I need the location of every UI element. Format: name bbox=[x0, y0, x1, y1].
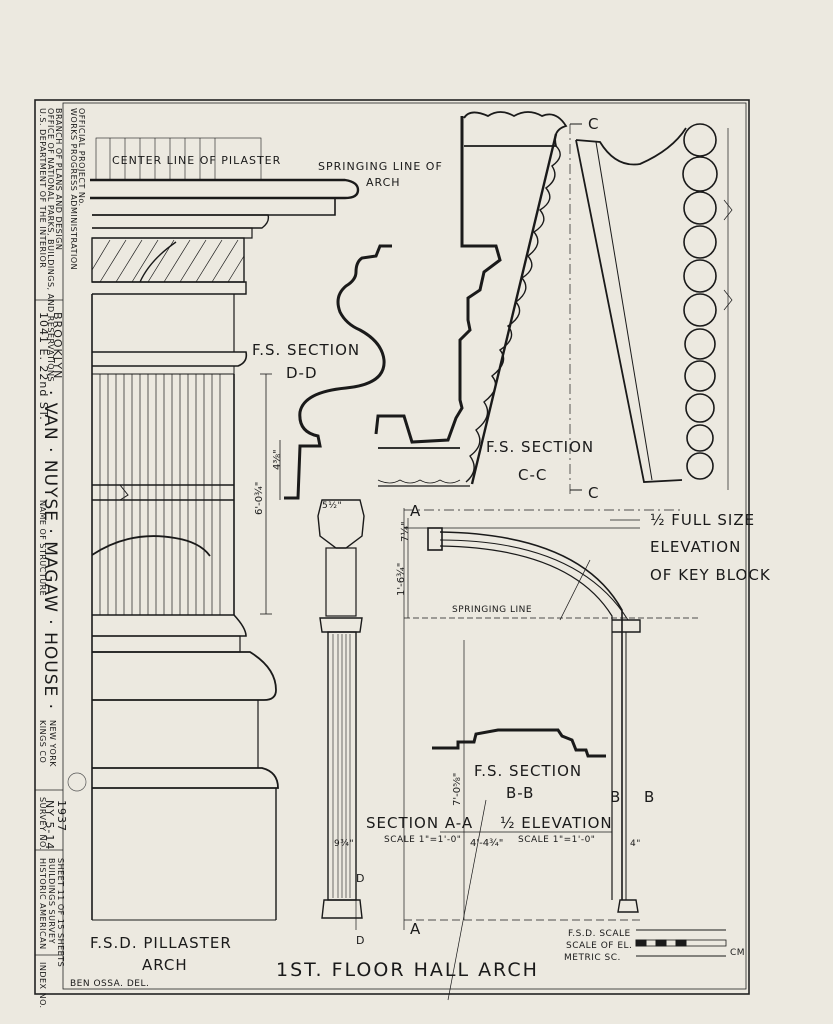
pilaster-arch-title-1: F.S.D. PILLASTER bbox=[90, 934, 232, 952]
key-block-title-1: ½ FULL SIZE bbox=[650, 511, 755, 529]
springing-line-arch-label-1: SPRINGING LINE OF bbox=[318, 160, 443, 173]
elevation-dim: 4" bbox=[630, 839, 641, 849]
survey-caption: SURVEY NO. bbox=[38, 797, 47, 851]
state: NEW YORK bbox=[48, 720, 57, 767]
pilaster-height-dim: 6'-0¾" bbox=[254, 482, 265, 515]
section-aa-title: SECTION A-A bbox=[366, 814, 473, 832]
sheet-info: SHEET 11 OF 15 SHEETS bbox=[56, 858, 65, 967]
marker-d-top: D bbox=[356, 872, 365, 885]
structure-name: · VAN · NUYSE · MAGAW · HOUSE · bbox=[40, 390, 60, 710]
arch-rise-dim-2: 7¼" bbox=[399, 521, 411, 542]
scale-fsd-label: F.S.D. SCALE bbox=[568, 929, 631, 939]
pilaster-profile bbox=[90, 137, 360, 921]
span-dim: 4'-4¾" bbox=[470, 838, 503, 849]
structure-borough: BROOKLYN bbox=[51, 312, 64, 379]
section-dd-profile bbox=[284, 244, 392, 500]
pilaster-inset-dim: 4⅜" bbox=[272, 449, 283, 470]
structure-caption: NAME OF STRUCTURE bbox=[38, 500, 47, 596]
structure-address: 1041 E. 22nd ST. bbox=[37, 312, 50, 421]
arch-elevation bbox=[403, 508, 700, 1001]
marker-b-left: B bbox=[610, 788, 621, 806]
section-dd-title: F.S. SECTION bbox=[252, 341, 360, 359]
half-elevation-scale: SCALE 1"=1'-0" bbox=[518, 835, 595, 845]
key-block-elevation bbox=[575, 123, 733, 490]
section-height-dim: 7'-0⅝" bbox=[452, 773, 463, 806]
section-bb-profile bbox=[432, 728, 606, 758]
section-bb-title: F.S. SECTION bbox=[474, 762, 582, 780]
survey-number: NY 5-14 bbox=[43, 800, 56, 850]
section-dd-subtitle: D-D bbox=[286, 364, 318, 382]
agency-line-1: U.S. DEPARTMENT OF THE INTERIOR bbox=[38, 108, 47, 268]
agency-line-2: OFFICE OF NATIONAL PARKS, BUILDINGS, AND… bbox=[46, 108, 55, 382]
pilaster-elevation bbox=[317, 499, 365, 930]
drawing-title: 1ST. FLOOR HALL ARCH bbox=[276, 959, 539, 981]
index-caption: INDEX NO. bbox=[38, 962, 47, 1009]
delineator-credit: BEN OSSA. DEL. bbox=[70, 979, 149, 989]
title-block-text: U.S. DEPARTMENT OF THE INTERIOR OFFICE O… bbox=[37, 108, 87, 1009]
county: KINGS CO bbox=[38, 720, 47, 763]
scale-el-label: SCALE OF EL. bbox=[566, 941, 632, 951]
marker-a-top: A bbox=[410, 502, 421, 520]
inner-border bbox=[62, 102, 747, 990]
marker-c-top: C bbox=[588, 115, 599, 133]
scale-bar bbox=[635, 929, 727, 957]
section-aa-scale: SCALE 1"=1'-0" bbox=[384, 835, 461, 845]
wpa-line-2: OFFICIAL PROJECT No. bbox=[77, 108, 86, 207]
arch-rise-dim-1: 1'-6¾" bbox=[396, 563, 407, 596]
section-cc-title: F.S. SECTION bbox=[486, 438, 594, 456]
survey-year: 1937 bbox=[55, 800, 68, 832]
springing-line-arch-label-2: ARCH bbox=[366, 176, 401, 189]
center-line-label: CENTER LINE OF PILASTER bbox=[112, 154, 281, 167]
marker-b-right: B bbox=[644, 788, 655, 806]
half-elevation-title: ½ ELEVATION bbox=[500, 814, 613, 832]
title-block bbox=[35, 299, 63, 956]
outer-border bbox=[34, 99, 750, 995]
section-bb-subtitle: B-B bbox=[506, 784, 534, 802]
pilaster-arch-title-2: ARCH bbox=[142, 956, 188, 974]
dim-6ft bbox=[260, 373, 281, 615]
key-block-title-2: ELEVATION bbox=[650, 538, 741, 556]
section-cc-profile bbox=[374, 111, 582, 496]
marker-a-bottom: A bbox=[410, 920, 421, 938]
marker-c-bottom: C bbox=[588, 484, 599, 502]
springing-line-label: SPRINGING LINE bbox=[452, 605, 532, 615]
habs-line-2: BUILDINGS SURVEY bbox=[47, 858, 56, 944]
scale-cm-label: CM bbox=[730, 948, 745, 958]
marker-d-bottom: D bbox=[356, 934, 365, 947]
wpa-line-1: WORKS PROGRESS ADMINISTRATION bbox=[69, 108, 78, 270]
capital-width-dim: 5½" bbox=[322, 501, 342, 511]
scale-metric-label: METRIC SC. bbox=[564, 953, 621, 963]
agency-line-3: BRANCH OF PLANS AND DESIGN bbox=[54, 108, 63, 250]
base-dim: 9¾" bbox=[334, 839, 354, 849]
section-cc-subtitle: C-C bbox=[518, 466, 547, 484]
stamp-seal bbox=[67, 772, 87, 792]
key-block-title-3: OF KEY BLOCK bbox=[650, 566, 771, 584]
habs-line-1: HISTORIC AMERICAN bbox=[38, 858, 47, 950]
